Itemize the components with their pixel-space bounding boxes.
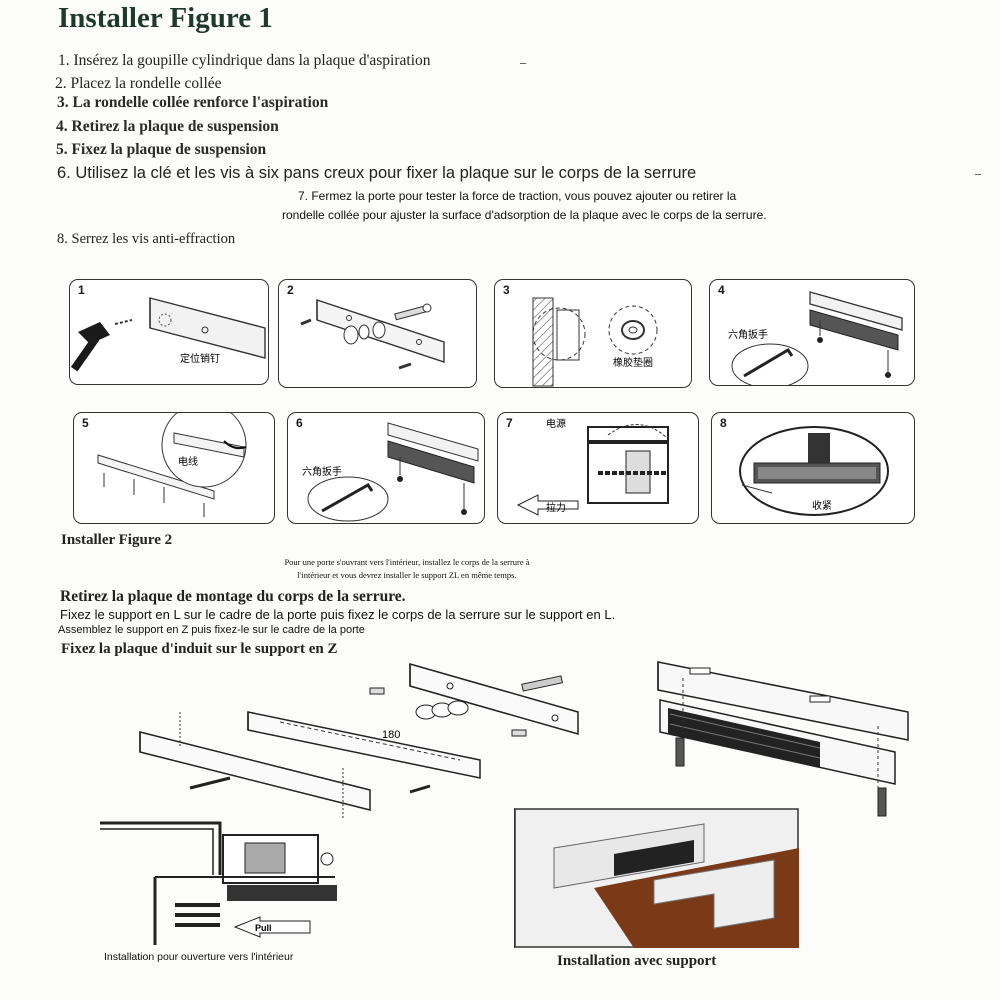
- step-panel-6: 6 六角扳手: [287, 412, 485, 524]
- caption-bracket-installation: Installation avec support: [557, 953, 717, 969]
- panel-number: 3: [503, 283, 510, 297]
- panel-number: 2: [287, 283, 294, 297]
- hex-wrench-illustration: 六角扳手: [302, 422, 479, 522]
- panel-label: 橡胶垫圈: [613, 356, 653, 369]
- panel-label: 电源: [546, 417, 566, 430]
- panel-number: 1: [78, 283, 85, 297]
- step-4: 4. Retirez la plaque de suspension: [56, 118, 279, 135]
- inward-door-note: Pour une porte s'ouvrant vers l'intérieu…: [284, 557, 530, 580]
- panel-label: 电线: [178, 455, 198, 468]
- step-panel-2: 2: [278, 279, 477, 388]
- step-3: 3. La rondelle collée renforce l'aspirat…: [57, 94, 329, 111]
- hex-wrench-illustration: 六角扳手: [728, 291, 903, 385]
- page-title: Installer Figure 1: [58, 2, 273, 34]
- rubber-washer-illustration: 橡胶垫圈: [532, 297, 658, 387]
- panel-number: 8: [720, 416, 727, 430]
- panel-label: 六角扳手: [302, 465, 342, 478]
- bracket-installation-view: [514, 808, 799, 948]
- step-7-line-2: rondelle collée pour ajuster la surface …: [282, 208, 767, 222]
- pull-test-illustration: 电源 拉力: [516, 417, 669, 516]
- bracket-exploded-view: 180: [139, 663, 579, 820]
- figure-2-title: Installer Figure 2: [61, 532, 173, 548]
- step-8: 8. Serrez les vis anti-effraction: [57, 231, 236, 247]
- step-7-line-1: 7. Fermez la porte pour tester la force …: [298, 189, 737, 203]
- step-2: 2. Placez la rondelle collée: [55, 75, 222, 92]
- caption-inward-installation: Installation pour ouverture vers l'intér…: [104, 951, 294, 963]
- washer-assembly-illustration: [300, 299, 445, 370]
- panel-label: 六角扳手: [728, 328, 768, 341]
- step-panel-5: 5 电线: [73, 412, 275, 524]
- panel-number: 4: [718, 283, 725, 297]
- instruction-l-bracket: Fixez le support en L sur le cadre de la…: [60, 607, 616, 622]
- step-panel-4: 4 六角扳手: [709, 279, 915, 386]
- step-panel-1: 1 定位销钉: [69, 279, 269, 385]
- tighten-screws-illustration: 收紧: [739, 426, 889, 516]
- panel-label-2: 拉力: [546, 501, 566, 514]
- lock-body-exploded-view: [657, 661, 909, 817]
- step-panel-3: 3 橡胶垫圈: [494, 279, 692, 388]
- panel-number: 5: [82, 416, 89, 430]
- cylinder-pin-illustration: 定位销钉: [70, 297, 266, 372]
- mounting-plate-illustration: 电线: [97, 413, 247, 517]
- instruction-armature-plate: Fixez la plaque d'induit sur le support …: [61, 641, 338, 657]
- step-panel-7: 7 电源 拉力: [497, 412, 699, 524]
- panel-number: 7: [506, 416, 513, 430]
- divider-mark: [520, 63, 526, 64]
- divider-mark: [975, 174, 981, 175]
- step-6: 6. Utilisez la clé et les vis à six pans…: [57, 164, 697, 182]
- inward-installation-section: Pull: [100, 821, 337, 945]
- step-5: 5. Fixez la plaque de suspension: [56, 141, 267, 158]
- instruction-z-bracket: Assemblez le support en Z puis fixez-le …: [58, 624, 365, 636]
- step-1: 1. Insérez la goupille cylindrique dans …: [58, 52, 431, 69]
- panel-number: 6: [296, 416, 303, 430]
- step-panel-8: 8 收紧: [711, 412, 915, 524]
- pull-label: Pull: [255, 923, 272, 933]
- dimension-label: 180: [382, 729, 400, 741]
- instruction-remove-plate: Retirez la plaque de montage du corps de…: [60, 588, 406, 605]
- panel-label: 定位销钉: [180, 352, 220, 365]
- panel-label: 收紧: [812, 499, 832, 512]
